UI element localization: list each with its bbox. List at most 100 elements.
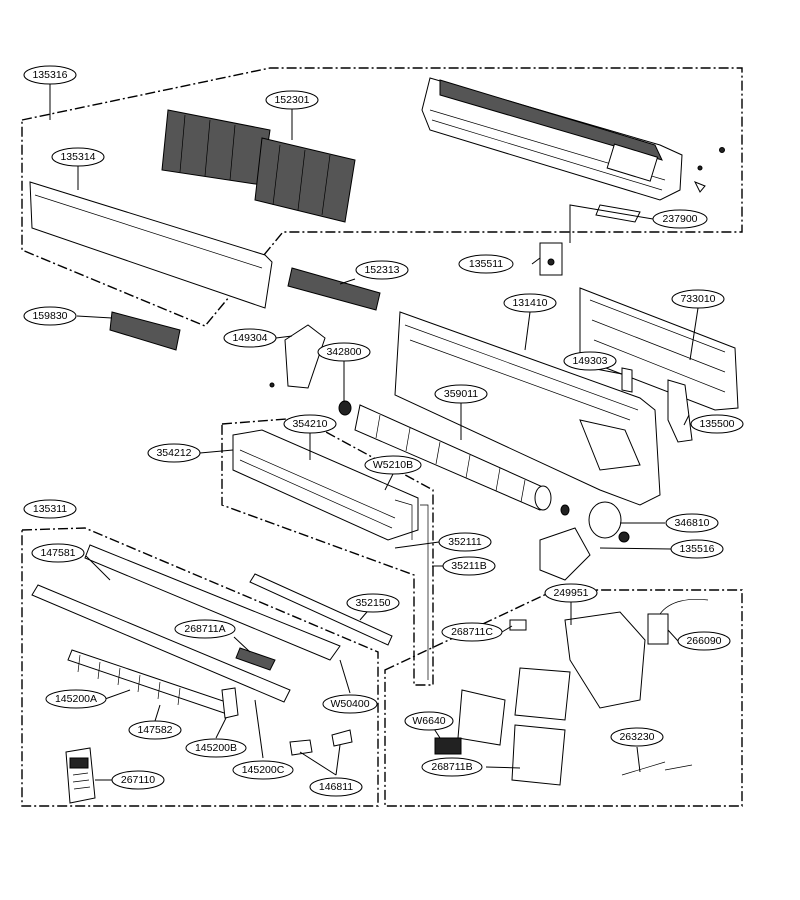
- terminal-w6640-part: [434, 737, 462, 755]
- cross-flow-fan-part: [354, 404, 552, 511]
- callout-135314: 135314: [51, 147, 105, 167]
- callout-135511: 135511: [458, 254, 514, 274]
- svg-text:268711B: 268711B: [431, 761, 472, 773]
- callout-W6640: W6640: [404, 711, 454, 731]
- louver-part: [67, 649, 236, 716]
- callout-135516: 135516: [670, 539, 724, 559]
- pcb-268711c-part: [509, 619, 527, 631]
- callout-352150: 352150: [346, 593, 400, 613]
- callout-W50400: W50400: [322, 694, 378, 714]
- svg-text:145200A: 145200A: [55, 693, 97, 705]
- svg-text:152301: 152301: [274, 94, 309, 106]
- callout-145200C: 145200C: [232, 760, 294, 780]
- fan-motor-part: [560, 501, 630, 543]
- svg-text:354210: 354210: [292, 418, 327, 430]
- callout-733010: 733010: [671, 289, 725, 309]
- callout-268711C: 268711C: [441, 622, 503, 642]
- svg-text:267110: 267110: [121, 774, 155, 786]
- svg-text:146811: 146811: [319, 781, 353, 793]
- wire-263230-part: [621, 761, 693, 776]
- group-outline-control-box: [384, 589, 743, 807]
- svg-text:266090: 266090: [686, 635, 721, 647]
- installation-plate-part: [579, 287, 739, 411]
- holder-149304-part: [269, 324, 326, 389]
- step-motor-part: [289, 729, 353, 756]
- svg-text:W6640: W6640: [412, 715, 445, 727]
- evaporator-part: [232, 429, 429, 680]
- svg-text:135500: 135500: [699, 418, 734, 430]
- callout-147582: 147582: [128, 720, 182, 740]
- svg-text:W50400: W50400: [330, 698, 369, 710]
- display-bracket-part: [109, 311, 181, 351]
- callout-152301: 152301: [265, 90, 319, 110]
- svg-text:346810: 346810: [674, 517, 709, 529]
- svg-text:135311: 135311: [33, 503, 67, 515]
- svg-text:145200B: 145200B: [195, 742, 237, 754]
- svg-text:135511: 135511: [469, 258, 503, 270]
- svg-text:268711C: 268711C: [451, 626, 493, 638]
- pcb-268711a-part: [235, 647, 276, 671]
- callout-354212: 354212: [147, 443, 201, 463]
- callout-W5210B: W5210B: [364, 455, 422, 475]
- callout-237900: 237900: [652, 209, 708, 229]
- callout-359011: 359011: [434, 384, 488, 404]
- bearing-part: [338, 400, 352, 416]
- plate-part: [539, 242, 563, 276]
- svg-text:135516: 135516: [679, 543, 714, 555]
- callout-267110: 267110: [111, 770, 165, 790]
- callout-152313: 152313: [355, 260, 409, 280]
- svg-text:237900: 237900: [662, 213, 697, 225]
- svg-text:159830: 159830: [32, 310, 67, 322]
- svg-text:352111: 352111: [448, 536, 482, 548]
- svg-text:149304: 149304: [232, 332, 267, 344]
- small-grille-part: [287, 267, 381, 311]
- svg-text:359011: 359011: [444, 388, 478, 400]
- callout-135316: 135316: [23, 65, 77, 85]
- control-box-part: [457, 611, 646, 786]
- callout-159830: 159830: [23, 306, 77, 326]
- callout-268711A: 268711A: [174, 619, 236, 639]
- svg-text:733010: 733010: [680, 293, 715, 305]
- callout-149304: 149304: [223, 328, 277, 348]
- callout-342800: 342800: [317, 342, 371, 362]
- svg-text:268711A: 268711A: [184, 623, 225, 635]
- air-filter-part: [161, 109, 356, 223]
- callout-249951: 249951: [544, 583, 598, 603]
- svg-text:145200C: 145200C: [242, 764, 285, 776]
- callout-147581: 147581: [31, 543, 85, 563]
- lower-frame-part: [31, 544, 341, 703]
- svg-text:147582: 147582: [137, 724, 172, 736]
- svg-text:152313: 152313: [364, 264, 399, 276]
- callout-354210: 354210: [283, 414, 337, 434]
- callout-145200A: 145200A: [45, 689, 107, 709]
- callout-131410: 131410: [503, 293, 557, 313]
- sensor-266090-part: [647, 599, 709, 645]
- callout-263230: 263230: [610, 727, 664, 747]
- svg-text:135314: 135314: [60, 151, 95, 163]
- callout-268711B: 268711B: [421, 757, 483, 777]
- remote-control-part: [65, 747, 96, 804]
- group-outline-lower-frame: [21, 527, 379, 807]
- svg-text:147581: 147581: [40, 547, 75, 559]
- bracket-149303-part: [621, 367, 633, 393]
- callout-135500: 135500: [690, 414, 744, 434]
- group-outline-front-panel: [21, 67, 743, 327]
- drain-tube-part: [249, 573, 393, 646]
- svg-text:W5210B: W5210B: [373, 459, 413, 471]
- front-panel-part: [29, 181, 273, 309]
- chassis-part: [394, 311, 661, 506]
- svg-text:249951: 249951: [553, 587, 588, 599]
- callout-346810: 346810: [665, 513, 719, 533]
- bracket-145200b-part: [221, 687, 239, 719]
- svg-text:35211B: 35211B: [451, 560, 486, 572]
- svg-text:263230: 263230: [619, 731, 654, 743]
- svg-text:135316: 135316: [32, 69, 67, 81]
- svg-text:352150: 352150: [355, 597, 390, 609]
- callout-145200B: 145200B: [185, 738, 247, 758]
- callout-352111: 352111: [438, 532, 492, 552]
- callout-149303: 149303: [563, 351, 617, 371]
- callout-146811: 146811: [309, 777, 363, 797]
- svg-text:342800: 342800: [326, 346, 361, 358]
- svg-text:131410: 131410: [512, 297, 547, 309]
